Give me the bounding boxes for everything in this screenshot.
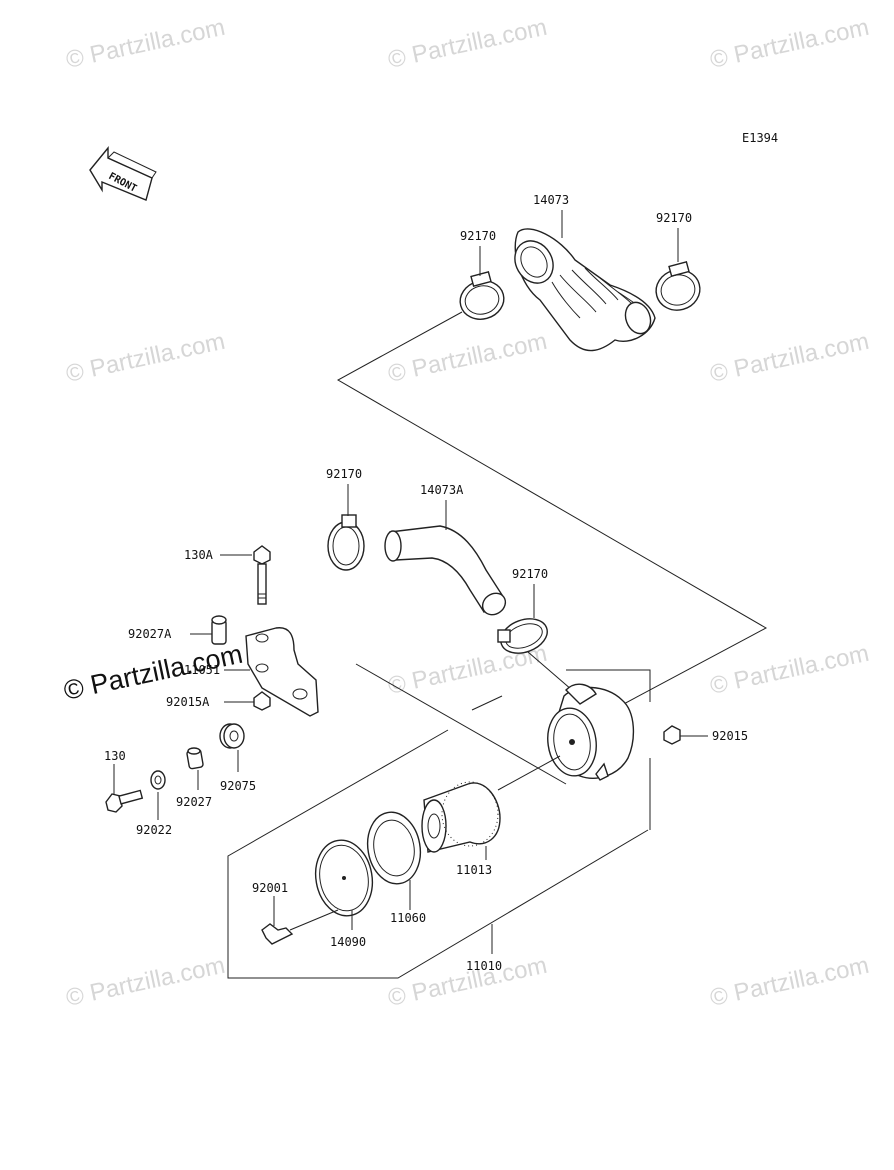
label-11013: 11013 [456,863,492,877]
air-cleaner-housing [547,683,635,781]
watermark: © Partzilla.com [386,328,550,388]
label-92170: 92170 [656,211,692,225]
label-130A: 130A [184,548,214,562]
hose-clamp-92170 [497,618,548,654]
watermark: © Partzilla.com [708,328,872,388]
label-92015A: 92015A [166,695,210,709]
grommet-92075 [219,723,245,749]
hose-clamp-92170 [655,260,701,311]
watermark: © Partzilla.com [64,952,228,1012]
front-arrow-icon: FRONT [89,146,157,201]
label-92022: 92022 [136,823,172,837]
watermark: © Partzilla.com [708,14,872,74]
cover-14090 [314,839,374,917]
label-14073: 14073 [533,193,569,207]
label-92170: 92170 [460,229,496,243]
label-92075: 92075 [220,779,256,793]
watermark: © Partzilla.com [386,14,550,74]
collar-92027 [186,747,204,770]
hose-clamp-92170 [459,270,505,320]
label-92001: 92001 [252,881,288,895]
hose-clamp-92170 [327,514,365,571]
bolt-130A [253,545,271,605]
watermark: © Partzilla.com [708,640,872,700]
collar-92027A [211,615,227,645]
label-92015: 92015 [712,729,748,743]
intake-duct-14073A [384,525,507,616]
bolt-130 [105,789,144,813]
label-11051: 11051 [184,663,220,677]
bracket-11051 [245,627,319,717]
air-filter-element-11013 [421,781,501,853]
label-130: 130 [104,749,126,763]
watermark: © Partzilla.com [64,14,228,74]
nut-92015A [253,691,271,711]
label-92027: 92027 [176,795,212,809]
diagram-code: E1394 [742,131,778,145]
label-11010: 11010 [466,959,502,973]
gasket-11060 [366,811,422,885]
label-14073A: 14073A [420,483,464,497]
watermark: © Partzilla.com [708,952,872,1012]
washer-92022 [150,770,166,790]
label-92027A: 92027A [128,627,172,641]
label-14090: 14090 [330,935,366,949]
wing-bolt-92001 [261,923,294,945]
label-11060: 11060 [390,911,426,925]
watermark: © Partzilla.com [64,328,228,388]
nut-92015 [663,725,681,745]
label-92170: 92170 [326,467,362,481]
intake-hose-14073 [514,228,656,352]
label-92170: 92170 [512,567,548,581]
